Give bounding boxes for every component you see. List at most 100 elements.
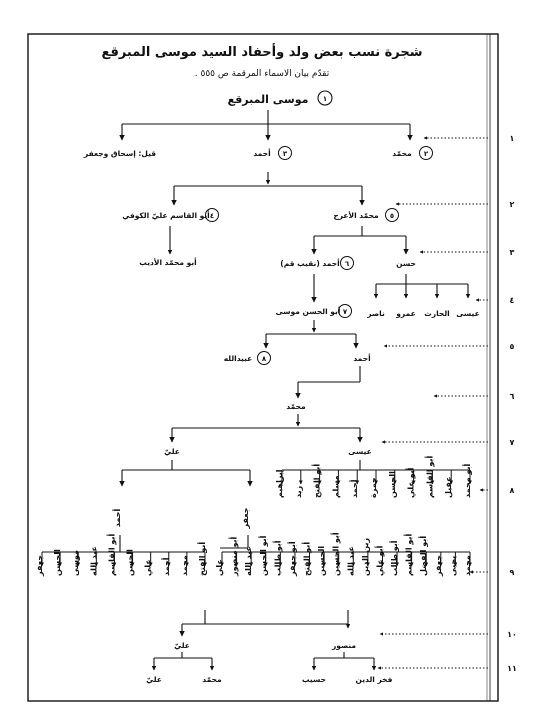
gen2-left-circle bbox=[205, 208, 219, 222]
gen8-left-a: جعفر bbox=[241, 507, 250, 529]
gen-marker-number: ٣ bbox=[510, 248, 515, 257]
gen2-right-name: محمّد الأعرج bbox=[333, 211, 379, 220]
gen1-right-name: محمّد bbox=[392, 149, 412, 158]
gen5-right-name: أحمد bbox=[353, 353, 370, 363]
gen8-fan-connectors bbox=[280, 469, 472, 485]
gen11-right-1: فخر الدين bbox=[356, 675, 393, 684]
gen9-right-child-8: زين الدين bbox=[361, 537, 370, 576]
gen9-right-child-5: أبو القاسم bbox=[404, 534, 414, 576]
root-name: موسى المبرقع bbox=[228, 93, 309, 106]
gen8-right-child-6: حمزة bbox=[369, 477, 378, 498]
gen9-left-child-7: عبد الله bbox=[89, 546, 98, 576]
connectors-gen4-gen5 bbox=[263, 320, 359, 349]
connectors-gen8-gen9 bbox=[119, 535, 249, 552]
gen3-right-name: حسن bbox=[396, 259, 416, 268]
gen8-right-child-8: مسلم bbox=[331, 475, 340, 498]
gen-marker-number: ٨ bbox=[510, 486, 515, 495]
gen-marker-number: ٤ bbox=[510, 296, 515, 305]
gen8-right-child-2: عقيل bbox=[444, 476, 453, 498]
page-subtitle: تقدّم بيان الاسماء المرقمة ص ٥٥٥ . bbox=[195, 69, 330, 79]
gen-marker-number: ٧ bbox=[510, 438, 515, 447]
gen3-mid-name: أحمد (نقيب قم) bbox=[280, 258, 339, 268]
gen-marker-number: ١٠ bbox=[507, 630, 517, 639]
gen11-left-1: محمّد bbox=[202, 675, 222, 684]
gen9-left-child-3: أحمد bbox=[161, 557, 171, 576]
gen-marker-number: ١ bbox=[510, 134, 515, 143]
gen9-right-child-12: أبو الفتح bbox=[302, 542, 312, 576]
gen5-left-name: عبيدالله bbox=[224, 354, 253, 363]
gen4-main-circle bbox=[338, 304, 352, 318]
gen5-left-circle bbox=[257, 351, 271, 365]
gen9-right-child-15: أبو الحسن bbox=[258, 535, 268, 576]
gen4-main-name: أبو الحسن موسى bbox=[276, 306, 341, 316]
gen-marker-number: ٥ bbox=[510, 342, 515, 351]
gen8-left-b: أحمد bbox=[112, 509, 122, 528]
gen1-mid-circle bbox=[278, 146, 292, 160]
connectors-gen6-gen7 bbox=[169, 414, 363, 443]
gen9-right-child-13: أبو جعفر bbox=[287, 541, 297, 577]
connectors-gen5-gen6 bbox=[295, 366, 361, 399]
gen10-left-name: عليّ bbox=[174, 641, 190, 650]
gen1-mid-num: ٣ bbox=[283, 150, 288, 158]
gen-marker-number: ٦ bbox=[510, 392, 515, 401]
gen9-fan-connectors bbox=[40, 551, 472, 567]
gen8-right-child-4: أبو علي bbox=[406, 467, 416, 498]
gen7-right-name: عيسى bbox=[348, 447, 371, 456]
gen8-right-child-9: أبو الفتح bbox=[312, 464, 322, 498]
gen6-name: محمّد bbox=[286, 402, 306, 411]
page-title: شجرة نسب بعض ولد وأحفاد السيد موسى المبر… bbox=[101, 43, 422, 60]
gen3-mid-circle bbox=[340, 256, 354, 270]
connectors-gen9-gen10 bbox=[179, 610, 351, 637]
gen9-left-child-6: أبو القاسم bbox=[106, 534, 116, 576]
connectors-gen3-gen4 bbox=[311, 274, 471, 303]
connectors-gen1-gen2 bbox=[171, 172, 365, 206]
gen2-left-name: أبو القاسم عليّ الكوفي bbox=[122, 210, 210, 220]
gen8-right-child-11: إبراهيم bbox=[275, 469, 284, 498]
gen2-right-num: ٥ bbox=[390, 212, 394, 220]
gen3-left-name: أبو محمّد الأديب bbox=[139, 257, 196, 267]
gen9-right-child-6: أبو طالب bbox=[389, 540, 399, 576]
gen-marker-number: ٩ bbox=[510, 568, 515, 577]
gen4-son-2: الحارث bbox=[424, 309, 449, 318]
gen-marker-number: ١١ bbox=[507, 664, 517, 673]
gen9-left-child-8: موسى bbox=[71, 550, 80, 576]
gen8-right-child-1: أبو محمد bbox=[462, 463, 472, 498]
gen1-right-num: ٢ bbox=[424, 150, 429, 158]
generation-markers: ١ ٢ ٣ ٤ ٥ ٦ ٧ ٨ ٩ ١٠ ١١ bbox=[377, 134, 517, 673]
gen9-right-child-1: محمد bbox=[463, 555, 472, 576]
gen9-right-child-18: علي bbox=[215, 559, 224, 576]
gen9-right-child-9: عبد الله bbox=[346, 546, 355, 576]
gen1-right-circle bbox=[419, 146, 433, 160]
gen9-left-child-9: الحسن bbox=[53, 549, 62, 576]
gen4-main-num: ٧ bbox=[343, 308, 348, 316]
gen11-right-2: حسيب bbox=[302, 675, 326, 684]
gen9-left-child-10: جعفر bbox=[35, 555, 44, 577]
gen8-right-child-3: أبو القاسم bbox=[424, 456, 434, 498]
connectors-gen2-gen3 bbox=[167, 226, 409, 255]
root-number-circle bbox=[317, 90, 333, 106]
gen11-left-2: عليّ bbox=[146, 675, 162, 684]
gen9-right-child-2: يحيى bbox=[448, 556, 457, 576]
gen1-left-name: قيل: إسحاق وجعفر bbox=[83, 149, 156, 158]
connectors-gen10-gen11 bbox=[151, 652, 377, 671]
connectors-gen7-gen8 bbox=[119, 460, 361, 487]
gen7-left-name: عليّ bbox=[164, 447, 180, 456]
gen8-right-child-5: الحسن bbox=[388, 471, 397, 498]
gen9-right-child-17: أبو منصور bbox=[229, 536, 239, 577]
gen9-left-child-5: الحسن bbox=[126, 549, 135, 576]
gen5-left-num: ٨ bbox=[262, 355, 267, 363]
gen9-left-child-1: أبو الفتح bbox=[197, 542, 207, 576]
gen4-son-3: عمرو bbox=[395, 309, 415, 318]
gen9-left-child-4: علي bbox=[144, 559, 153, 576]
gen9-right-child-7: أبو علي bbox=[374, 545, 384, 576]
gen4-son-1: عيسى bbox=[456, 309, 479, 318]
gen9-right-child-16: عبد الله bbox=[244, 546, 253, 576]
gen4-son-4: ناصر bbox=[366, 309, 385, 318]
connectors-root-gen1 bbox=[119, 110, 413, 141]
gen10-right-name: منصور bbox=[331, 641, 356, 650]
gen1-mid-name: أحمد bbox=[253, 148, 270, 158]
gen9-right-child-3: جعفر bbox=[434, 555, 443, 577]
